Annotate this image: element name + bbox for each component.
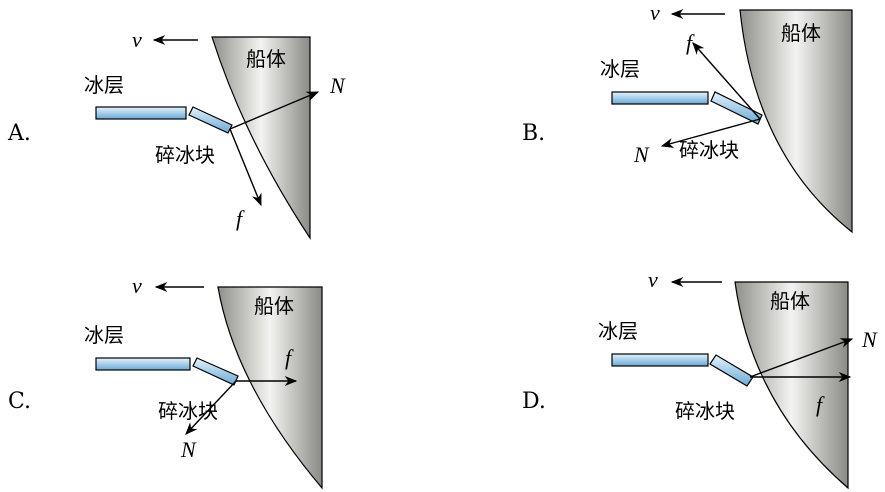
hull-label: 船体 (254, 294, 294, 318)
option-c-label: C. (8, 389, 31, 414)
broken-ice-block (709, 354, 754, 387)
hull-label: 船体 (246, 47, 286, 71)
normal-force-symbol: N (861, 327, 878, 352)
option-c-diagram: C. 船体 v 冰层 f N 碎冰块 (8, 273, 323, 490)
ice-layer (611, 353, 709, 367)
velocity-symbol: v (650, 0, 660, 25)
normal-force-arrow (749, 338, 854, 378)
velocity-symbol: v (648, 267, 658, 292)
broken-ice-label: 碎冰块 (155, 143, 215, 167)
ice-layer-label: 冰层 (84, 323, 124, 347)
normal-force-arrow (229, 91, 320, 130)
ice-layer (611, 91, 709, 105)
option-a-label: A. (7, 121, 31, 146)
option-b-diagram: B. 船体 v 冰层 f N 碎冰块 (522, 0, 853, 234)
normal-force-symbol: N (329, 73, 346, 98)
friction-force-symbol: f (816, 392, 825, 417)
ice-layer (95, 357, 191, 371)
normal-force-symbol: N (633, 142, 650, 167)
option-d-label: D. (522, 389, 546, 414)
ice-layer-label: 冰层 (598, 319, 638, 343)
ice-layer-label: 冰层 (84, 73, 124, 97)
normal-force-arrow (660, 118, 761, 148)
broken-ice-block (192, 357, 239, 386)
option-b-label: B. (522, 121, 545, 146)
ship-hull (734, 281, 849, 490)
friction-force-arrow (692, 42, 761, 120)
broken-ice-block (188, 106, 233, 134)
friction-force-symbol: f (236, 206, 245, 231)
option-a-diagram: A. 船体 v 冰层 碎冰块 N f (7, 27, 346, 240)
broken-ice-label: 碎冰块 (679, 138, 739, 162)
broken-ice-label: 碎冰块 (158, 399, 218, 423)
hull-label: 船体 (770, 289, 810, 313)
broken-ice-label: 碎冰块 (675, 399, 735, 423)
velocity-symbol: v (132, 273, 142, 298)
ship-hull (739, 9, 853, 234)
normal-force-symbol: N (180, 437, 197, 462)
ice-layer-label: 冰层 (600, 57, 640, 81)
hull-label: 船体 (781, 21, 821, 45)
friction-force-arrow (229, 128, 262, 207)
broken-ice-block (710, 91, 763, 125)
velocity-symbol: v (132, 27, 142, 52)
friction-force-symbol: f (285, 345, 294, 370)
option-d-diagram: D. 船体 v 冰层 N f 碎冰块 (522, 267, 878, 490)
normal-force-arrow (185, 380, 237, 435)
ship-hull (211, 36, 311, 240)
ice-layer (95, 106, 187, 120)
ship-hull (217, 286, 323, 490)
friction-force-symbol: f (686, 30, 695, 55)
